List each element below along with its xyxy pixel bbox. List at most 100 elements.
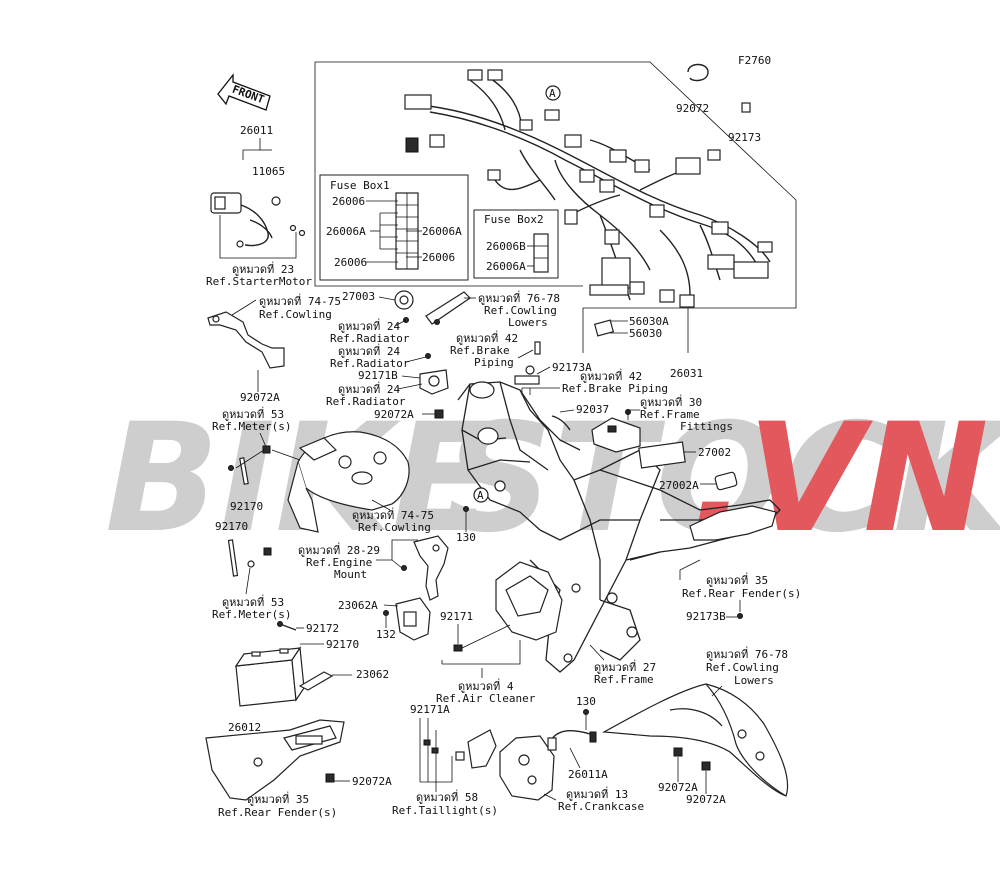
ref-starter-en: Ref.StarterMotor [206,275,312,288]
ref-frame-thai: ดูหมวดที่ 27 [594,659,656,674]
fuse-box1-label-2: 26006A [326,225,366,238]
ref-cowl-1-en: Ref.Cowling [259,308,332,321]
ref-cowl-2-thai: ดูหมวดที่ 74-75 [352,507,434,522]
ref-cowl-2-en: Ref.Cowling [358,521,431,534]
ref-air-en: Ref.Air Cleaner [436,692,536,705]
ref-cowl-lowers-2-en2: Lowers [734,674,774,687]
label-130-2: 130 [576,695,596,708]
ref-tail-thai: ดูหมวดที่ 58 [416,789,478,804]
label-56030: 56030 [629,327,662,340]
fuse-box1-label-5: 26006 [422,251,455,264]
label-92072A-2: 92072A [374,408,414,421]
label-92171: 92171 [440,610,473,623]
ref-starter-thai: ดูหมวดที่ 23 [232,261,294,276]
label-92171B: 92171B [358,369,398,382]
engine-mount-bracket [401,535,449,601]
bolt-92172 [277,621,297,631]
ref-rearfender-1-en: Ref.Rear Fender(s) [218,806,337,819]
relay-27002 [638,441,686,469]
ref-framefit-en: Ref.Frame [640,408,700,421]
sensor-bracket [419,369,449,395]
front-arrow: FRONT [217,73,271,111]
label-92072A-4: 92072A [352,775,392,788]
ref-rearfender-1-thai: ดูหมวดที่ 35 [247,791,309,806]
fuse-box1-label-4: 26006 [334,256,367,269]
bracket-23062A [395,597,431,641]
ref-engine-thai: ดูหมวดที่ 28-29 [298,542,380,557]
label-92173B: 92173B [686,610,726,623]
relay-27002A [714,471,738,491]
fuse-box2-label-1: 26006B [486,240,526,253]
label-132: 132 [376,628,396,641]
ref-framefit-thai: ดูหมวดที่ 30 [640,394,702,409]
harness-box [314,61,797,353]
label-92072: 92072 [676,102,709,115]
label-92072A-1: 92072A [240,391,280,404]
ref-cowl-lowers-1-en2: Lowers [508,316,548,329]
fuse-box2-inset: Fuse Box2 26006B 26006A [473,209,559,279]
label-26031: 26031 [670,367,703,380]
taillight-wires [419,718,497,783]
fuse-box1-label-3: 26006A [422,225,462,238]
ref-rearfender-2-thai: ดูหมวดที่ 35 [706,572,768,587]
callout-a-top-letter: A [549,87,556,100]
main-wiring-harness [404,69,773,308]
label-130-1: 130 [456,531,476,544]
fuse-box2-label-2: 26006A [486,260,526,273]
label-92072A-5: 92072A [658,781,698,794]
ref-brake-2-en: Ref.Brake Piping [562,382,668,395]
ref-rad-2-en: Ref.Radiator [330,357,410,370]
label-26011: 26011 [240,124,273,137]
fuse-box1-label-1: 26006 [332,195,365,208]
label-92173: 92173 [728,131,761,144]
label-92072A-6: 92072A [686,793,726,806]
ref-tail-en: Ref.Taillight(s) [392,804,498,817]
ref-framefit-en2: Fittings [680,420,733,433]
ref-rearfender-2-en: Ref.Rear Fender(s) [682,587,801,600]
crankcase-cover [499,735,555,801]
ecu-bracket [591,417,641,453]
clamp-92037 [551,415,571,431]
meter-stay-bracket [207,311,285,369]
fuse-box1-title: Fuse Box1 [330,179,390,192]
ref-brake-1-en2: Piping [474,356,514,369]
label-92171A: 92171A [410,703,450,716]
ref-rad-1-thai: ดูหมวดที่ 24 [338,318,400,333]
watermark-right: .VN [690,392,989,566]
ref-cowl-lowers-2-en: Ref.Cowling [706,661,779,674]
ref-crank-thai: ดูหมวดที่ 13 [566,786,628,801]
bolt-92170-2 [227,539,272,577]
ref-meter-2-thai: ดูหมวดที่ 53 [222,594,284,609]
label-92172: 92172 [306,622,339,635]
fuse-box2-title: Fuse Box2 [484,213,544,226]
label-56030A: 56030A [629,315,669,328]
ref-rad-3-thai: ดูหมวดที่ 24 [338,381,400,396]
ref-rad-2-thai: ดูหมวดที่ 24 [338,343,400,358]
ref-engine-en2: Mount [334,568,367,581]
callout-a-frame-letter: A [477,489,484,502]
label-11065: 11065 [252,165,285,178]
label-27003: 27003 [342,290,375,303]
ref-meter-1-thai: ดูหมวดที่ 53 [222,406,284,421]
label-26011A: 26011A [568,768,608,781]
ref-meter-1-en: Ref.Meter(s) [212,420,291,433]
ref-cowl-lowers-2-thai: ดูหมวดที่ 76-78 [706,646,788,661]
label-92170-3: 92170 [326,638,359,651]
label-23062A: 23062A [338,599,378,612]
lower-cowling [601,683,789,797]
clip-92173 [741,102,751,113]
clamp-92072 [687,63,709,82]
ref-brake-1-thai: ดูหมวดที่ 42 [456,330,518,345]
horn-27003 [378,290,414,310]
label-92170-1: 92170 [230,500,263,513]
brake-switch [514,341,541,385]
air-cleaner-box [495,561,563,641]
label-26012: 26012 [228,721,261,734]
ref-rad-3-en: Ref.Radiator [326,395,406,408]
bracket-horn [425,291,471,325]
strap-23062 [298,671,334,691]
fuse-box1-inset: Fuse Box1 26006 26006A 26006A 26006 2600… [319,174,469,281]
ref-cowl-lowers-1-thai: ดูหมวดที่ 76-78 [478,290,560,305]
